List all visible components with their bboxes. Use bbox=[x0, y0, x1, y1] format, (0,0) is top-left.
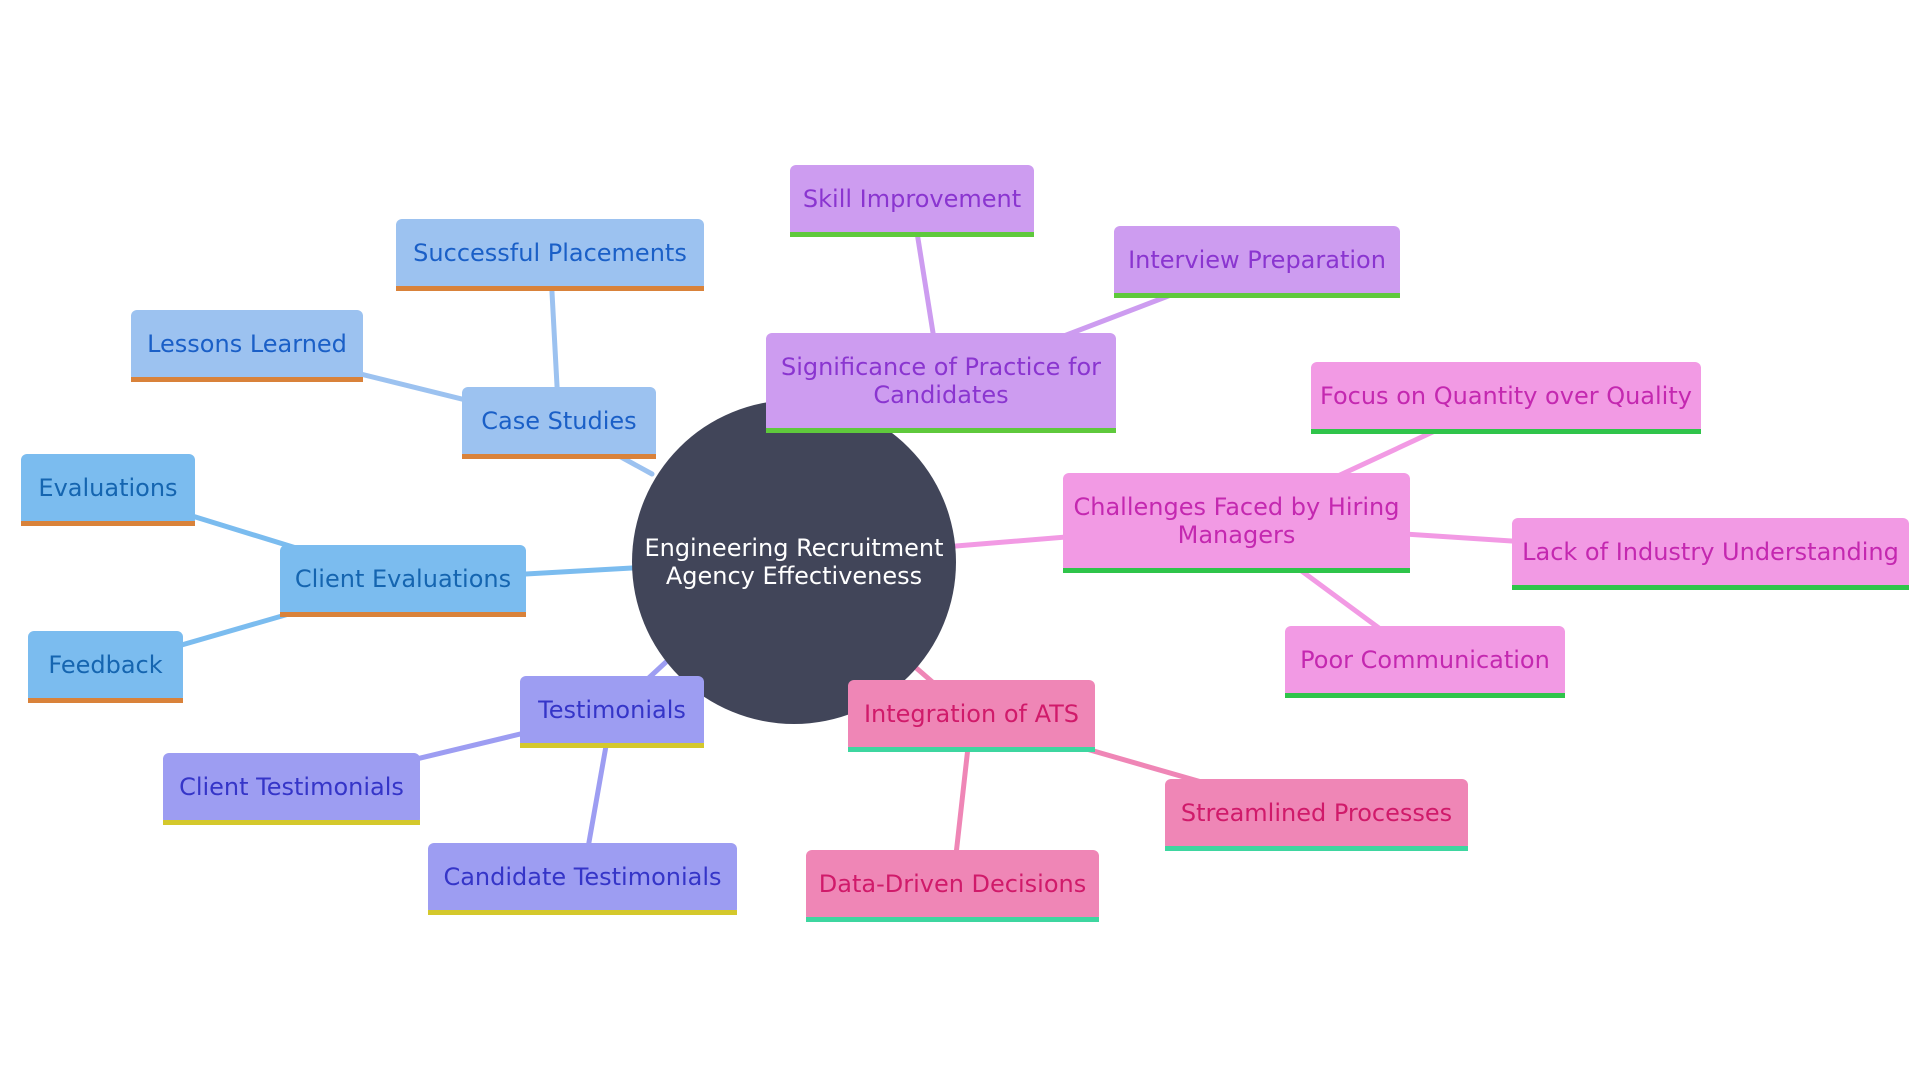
node-label: Lessons Learned bbox=[147, 330, 347, 358]
node-underline bbox=[1165, 846, 1468, 851]
node-label: Successful Placements bbox=[413, 239, 687, 267]
node-underline bbox=[790, 232, 1034, 237]
node-lessons-learned[interactable]: Lessons Learned bbox=[131, 310, 363, 382]
node-box bbox=[806, 850, 1099, 922]
node-label: Interview Preparation bbox=[1128, 246, 1386, 274]
node-label: Streamlined Processes bbox=[1181, 799, 1452, 827]
node-box bbox=[462, 387, 656, 459]
node-client-evaluations[interactable]: Client Evaluations bbox=[280, 545, 526, 617]
node-underline bbox=[1063, 568, 1410, 573]
node-label: Managers bbox=[1178, 521, 1296, 549]
node-box bbox=[1114, 226, 1400, 298]
node-label: Case Studies bbox=[481, 407, 636, 435]
node-underline bbox=[520, 743, 704, 748]
node-label: Data-Driven Decisions bbox=[819, 870, 1086, 898]
node-label: Candidate Testimonials bbox=[443, 863, 721, 891]
root-label: Agency Effectiveness bbox=[666, 562, 922, 590]
node-box bbox=[396, 219, 704, 291]
node-box bbox=[1063, 473, 1410, 573]
node-underline bbox=[21, 521, 195, 526]
node-poor-communication[interactable]: Poor Communication bbox=[1285, 626, 1565, 698]
node-skill-improvement[interactable]: Skill Improvement bbox=[790, 165, 1034, 237]
node-underline bbox=[1114, 293, 1400, 298]
node-box bbox=[1285, 626, 1565, 698]
node-label: Candidates bbox=[873, 381, 1008, 409]
node-feedback[interactable]: Feedback bbox=[28, 631, 183, 703]
node-label: Feedback bbox=[48, 651, 162, 679]
node-underline bbox=[163, 820, 420, 825]
node-successful-placements[interactable]: Successful Placements bbox=[396, 219, 704, 291]
node-label: Significance of Practice for bbox=[781, 353, 1101, 381]
node-testimonials[interactable]: Testimonials bbox=[520, 676, 704, 748]
node-box bbox=[766, 333, 1116, 433]
node-underline bbox=[766, 428, 1116, 433]
node-label: Client Evaluations bbox=[295, 565, 511, 593]
node-quantity-over-quality[interactable]: Focus on Quantity over Quality bbox=[1311, 362, 1701, 434]
node-underline bbox=[280, 612, 526, 617]
root-label: Engineering Recruitment bbox=[644, 534, 943, 562]
node-box bbox=[1311, 362, 1701, 434]
node-label: Client Testimonials bbox=[179, 773, 404, 801]
node-underline bbox=[848, 747, 1095, 752]
node-streamlined-processes[interactable]: Streamlined Processes bbox=[1165, 779, 1468, 851]
node-box bbox=[848, 680, 1095, 752]
node-underline bbox=[396, 286, 704, 291]
node-underline bbox=[1285, 693, 1565, 698]
node-evaluations[interactable]: Evaluations bbox=[21, 454, 195, 526]
node-lack-of-industry-understanding[interactable]: Lack of Industry Understanding bbox=[1512, 518, 1909, 590]
node-box bbox=[1165, 779, 1468, 851]
node-candidate-testimonials[interactable]: Candidate Testimonials bbox=[428, 843, 737, 915]
node-label: Skill Improvement bbox=[803, 185, 1021, 213]
node-underline bbox=[131, 377, 363, 382]
node-label: Lack of Industry Understanding bbox=[1522, 538, 1899, 566]
node-underline bbox=[428, 910, 737, 915]
node-box bbox=[280, 545, 526, 617]
node-box bbox=[428, 843, 737, 915]
node-label: Focus on Quantity over Quality bbox=[1320, 382, 1692, 410]
node-underline bbox=[806, 917, 1099, 922]
node-underline bbox=[1512, 585, 1909, 590]
nodes-layer: Case Studies Successful PlacementsLessons… bbox=[21, 165, 1909, 922]
node-interview-preparation[interactable]: Interview Preparation bbox=[1114, 226, 1400, 298]
node-box bbox=[21, 454, 195, 526]
node-box bbox=[28, 631, 183, 703]
node-box bbox=[520, 676, 704, 748]
node-underline bbox=[28, 698, 183, 703]
node-underline bbox=[1311, 429, 1701, 434]
node-data-driven-decisions[interactable]: Data-Driven Decisions bbox=[806, 850, 1099, 922]
node-box bbox=[131, 310, 363, 382]
node-box bbox=[1512, 518, 1909, 590]
node-case-studies[interactable]: Case Studies bbox=[462, 387, 656, 459]
node-integration-of-ats[interactable]: Integration of ATS bbox=[848, 680, 1095, 752]
node-label: Evaluations bbox=[38, 474, 177, 502]
node-underline bbox=[462, 454, 656, 459]
node-box bbox=[163, 753, 420, 825]
node-label: Integration of ATS bbox=[864, 700, 1079, 728]
node-client-testimonials[interactable]: Client Testimonials bbox=[163, 753, 420, 825]
node-box bbox=[790, 165, 1034, 237]
node-label: Testimonials bbox=[537, 696, 686, 724]
root-circle bbox=[632, 400, 956, 724]
node-label: Poor Communication bbox=[1300, 646, 1550, 674]
node-label: Challenges Faced by Hiring bbox=[1073, 493, 1399, 521]
